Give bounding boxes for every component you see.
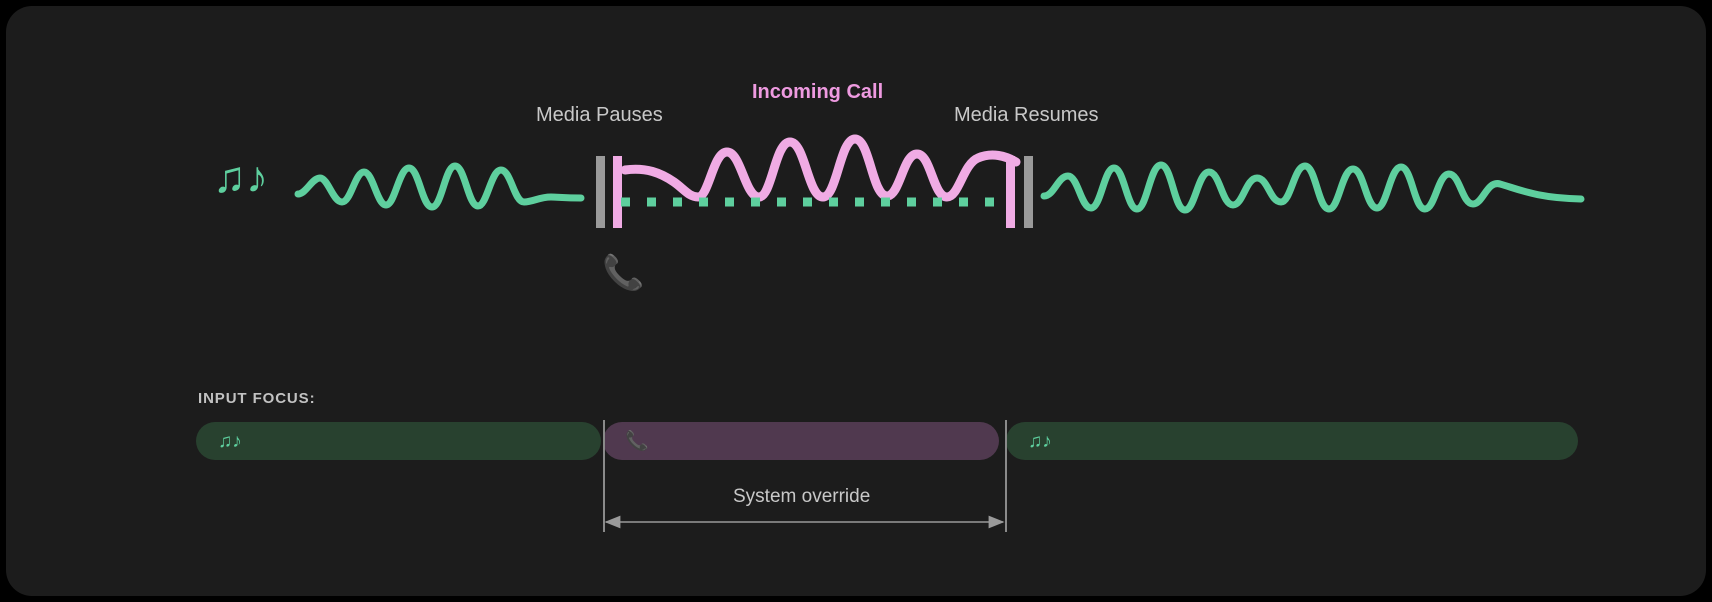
media-wave-before xyxy=(294,162,585,211)
input-focus-segment-media-after: ♫♪ xyxy=(1006,422,1578,460)
phone-icon: 📞 xyxy=(602,254,645,292)
music-notes-icon: ♫♪ xyxy=(218,430,242,452)
diagram-card: Media Pauses Incoming Call Media Resumes… xyxy=(6,6,1706,596)
pause-marker-pink xyxy=(613,156,622,228)
override-boundary-right xyxy=(1005,420,1007,532)
phone-icon: 📞 xyxy=(625,430,649,452)
media-wave-after xyxy=(1040,161,1585,214)
label-incoming-call: Incoming Call xyxy=(752,81,884,103)
system-override-text: System override xyxy=(733,486,871,507)
input-focus-segment-media-before: ♫♪ xyxy=(196,422,601,460)
waveform-graphic xyxy=(294,134,1585,228)
call-wave xyxy=(620,134,1021,202)
input-focus-segment-call: 📞 xyxy=(603,422,999,460)
label-media-resumes: Media Resumes xyxy=(954,104,1099,126)
music-notes-icon: ♫♪ xyxy=(213,153,268,202)
pause-marker-gray xyxy=(596,156,605,228)
music-notes-icon: ♫♪ xyxy=(1028,430,1052,452)
override-boundary-left xyxy=(603,420,605,532)
label-media-pauses: Media Pauses xyxy=(536,104,663,126)
resume-marker-gray xyxy=(1024,156,1033,228)
input-focus-label: INPUT FOCUS: xyxy=(198,390,316,407)
resume-marker-pink xyxy=(1006,156,1015,228)
timeline-stage: Media Pauses Incoming Call Media Resumes… xyxy=(6,6,1706,596)
